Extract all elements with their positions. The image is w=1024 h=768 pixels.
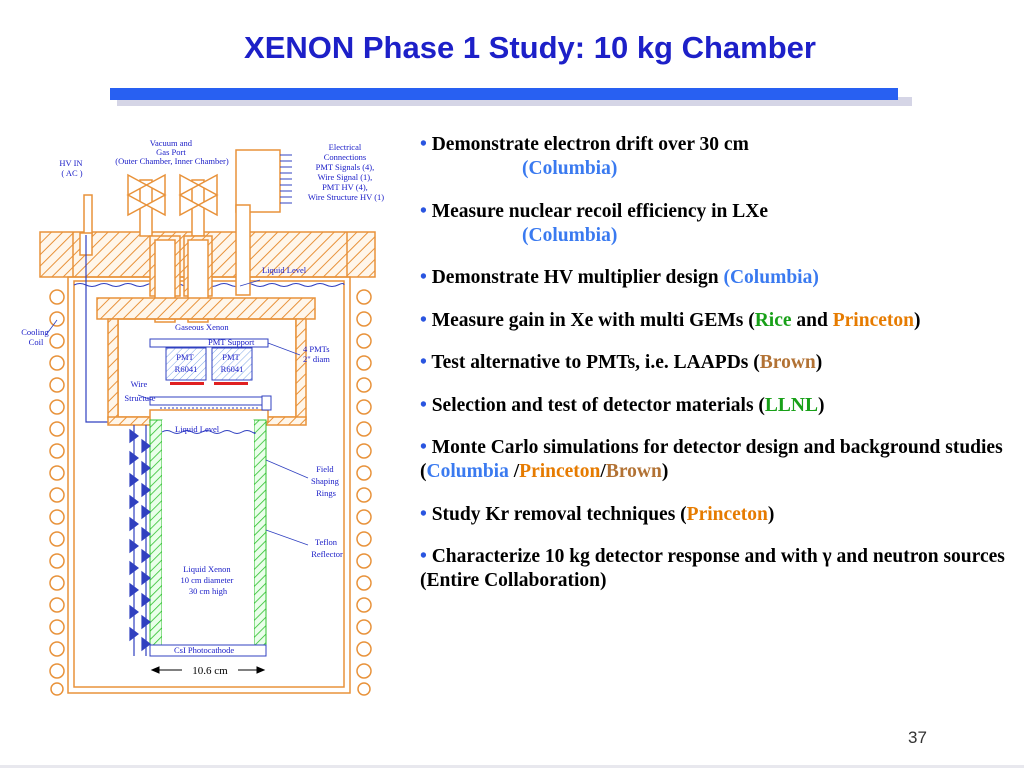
teflon-reflector-label: Teflon Reflector [311, 537, 343, 559]
bullet-text: Selection and test of detector materials… [431, 394, 765, 416]
dimension-arrow [150, 666, 266, 674]
inner-chamber [96, 297, 316, 426]
leader-lines [45, 279, 309, 546]
bullet-text: Monte Carlo simulations for detector des… [420, 437, 1003, 482]
bullet-text: ) [815, 352, 823, 373]
drift-column [149, 419, 267, 657]
title-underline-shadow [117, 97, 912, 106]
bullet-text: / [600, 461, 606, 482]
pmt-right-label: PMT R6041 [221, 352, 244, 374]
gaseous-xenon-label: Gaseous Xenon [175, 322, 229, 332]
bullet-text: ) [818, 394, 825, 416]
liquid-xenon-label: Liquid Xenon 10 cm diameter 30 cm high [181, 564, 236, 596]
pmt-support-label: PMT Support [208, 337, 255, 347]
bullet-indented-line: (Columbia) [420, 157, 1010, 181]
cooling-coil-rings [49, 289, 372, 696]
bullet-list: • Demonstrate electron drift over 30 cm (… [420, 133, 1010, 612]
institution-name: Columbia [426, 461, 509, 482]
bullet-text: Measure nuclear recoil efficiency in LXe [431, 200, 768, 222]
pmt-right [211, 347, 253, 381]
bullet-symbol: • [420, 437, 432, 458]
bullet-text: and [791, 309, 833, 331]
bullet-text: ) [767, 503, 775, 525]
bullet-item: • Characterize 10 kg detector response a… [420, 545, 1010, 593]
slide-title: XENON Phase 1 Study: 10 kg Chamber [244, 30, 816, 65]
footer-rule [0, 765, 1024, 768]
electrical-connector-pins [280, 154, 292, 204]
bullet-text: ) [661, 461, 669, 482]
bullet-symbol: • [420, 352, 432, 373]
institution-name: Princeton [519, 461, 601, 482]
bullet-text: ) [913, 309, 921, 331]
institution-name: Rice [754, 309, 792, 331]
bullet-symbol: • [420, 309, 432, 331]
hv-in-label: HV IN ( AC ) [59, 158, 84, 178]
hv-multiplier-ladder [129, 425, 151, 656]
vacuum-port-label: Vacuum and Gas Port (Outer Chamber, Inne… [115, 138, 229, 166]
page-number: 37 [908, 728, 927, 747]
csi-photocathode-label: CsI Photocathode [174, 645, 234, 655]
bullet-symbol: • [420, 503, 432, 525]
dimension-label: 10.6 cm [192, 665, 228, 677]
institution-name: (Columbia) [522, 224, 618, 246]
field-shaping-rings-label: Field Shaping Rings [311, 464, 341, 498]
institution-name: Brown [605, 461, 662, 482]
liquid-level-label-top: Liquid Level [262, 265, 307, 275]
liquid-level-label-inner: Liquid Level [175, 424, 220, 434]
institution-name: Princeton [832, 309, 914, 331]
bullet-item: • Selection and test of detector materia… [420, 394, 1010, 418]
bullet-item: • Demonstrate electron drift over 30 cm (… [420, 133, 1010, 181]
bullet-item: • Measure nuclear recoil efficiency in L… [420, 200, 1010, 248]
bullet-symbol: • [420, 267, 432, 288]
institution-name: (Columbia) [723, 267, 819, 288]
bullet-item: • Measure gain in Xe with multi GEMs (Ri… [420, 309, 1010, 333]
bullet-text: Test alternative to PMTs, i.e. LAAPDs ( [431, 352, 760, 373]
institution-name: LLNL [764, 394, 819, 416]
institution-name: Brown [759, 352, 816, 373]
wire-structure [149, 396, 269, 406]
institution-name: (Columbia) [522, 158, 618, 179]
title-underline [110, 88, 898, 100]
bullet-symbol: • [420, 394, 432, 416]
bullet-symbol: • [420, 134, 432, 155]
detector-diagram: Vacuum and Gas Port (Outer Chamber, Inne… [21, 138, 384, 696]
electrical-connections-label: Electrical Connections PMT Signals (4), … [308, 142, 384, 202]
bullet-text: Demonstrate electron drift over 30 cm [431, 134, 749, 155]
bullet-indented-line: (Columbia) [420, 224, 1010, 248]
bullet-item: • Test alternative to PMTs, i.e. LAAPDs … [420, 351, 1010, 375]
bullet-item: • Monte Carlo simulations for detector d… [420, 436, 1010, 484]
four-pmts-label: 4 PMTs 2" diam [303, 344, 332, 364]
wire-structure-label: Wire Structure [124, 379, 155, 403]
bullet-symbol: • [420, 546, 432, 567]
bullet-item: • Study Kr removal techniques (Princeton… [420, 503, 1010, 527]
bullet-text: Demonstrate HV multiplier design [431, 267, 724, 288]
bullet-text: / [508, 461, 520, 482]
bullet-symbol: • [420, 200, 432, 222]
bullet-text: Study Kr removal techniques ( [431, 503, 687, 525]
institution-name: Princeton [686, 503, 768, 525]
pmt-left-label: PMT R6041 [175, 352, 198, 374]
bullet-text: Characterize 10 kg detector response and… [420, 546, 1005, 591]
cooling-coil-label: Cooling Coil [21, 327, 51, 347]
pmt-left [165, 347, 207, 381]
bullet-item: • Demonstrate HV multiplier design (Colu… [420, 266, 1010, 290]
bullet-text: Measure gain in Xe with multi GEMs ( [431, 309, 755, 331]
